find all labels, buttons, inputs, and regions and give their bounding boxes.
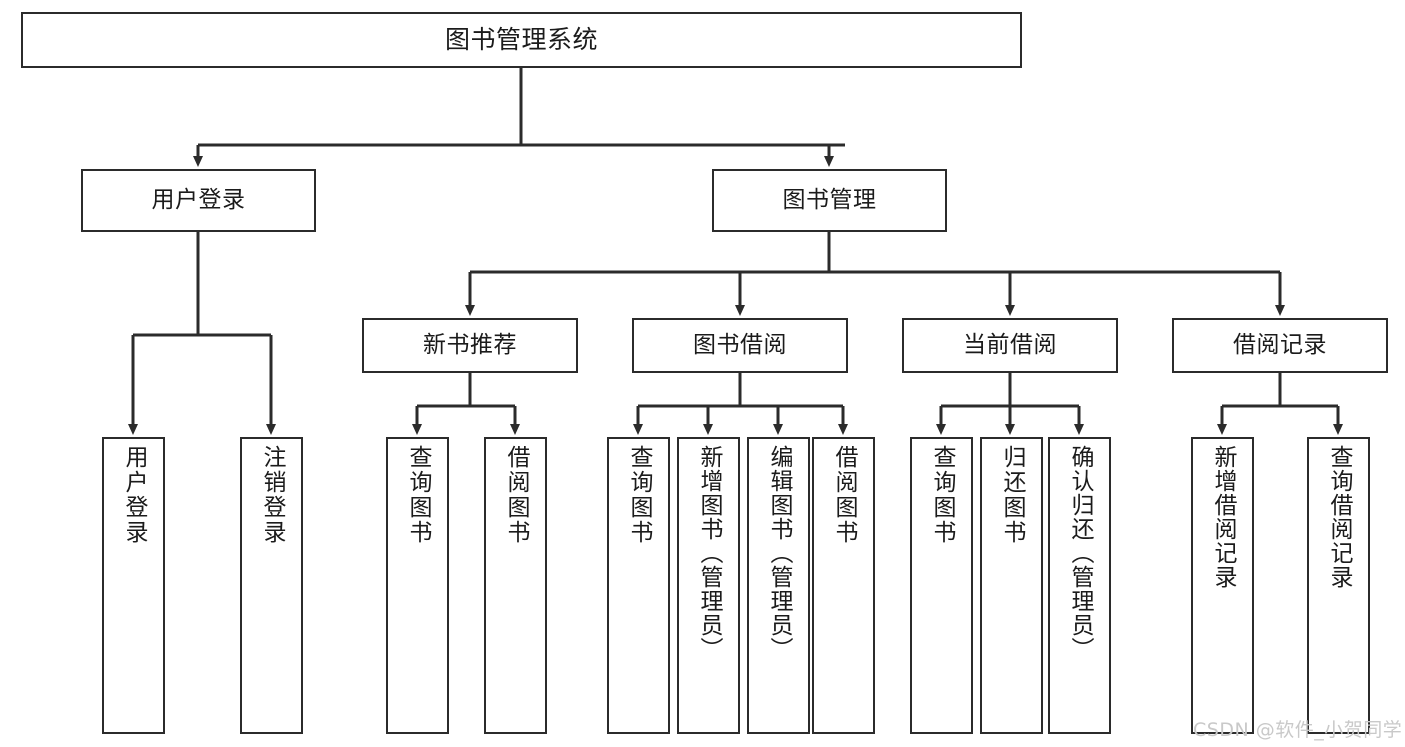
leaf-add-book-admin[interactable]: 新增图书（管理员） [677, 437, 740, 734]
leaf-add-borrow-record[interactable]: 新增借阅记录 [1191, 437, 1254, 734]
node-borrow-record[interactable]: 借阅记录 [1172, 318, 1388, 373]
leaf-label: 借阅图书 [503, 445, 529, 545]
node-book-management[interactable]: 图书管理 [712, 169, 947, 232]
leaf-edit-book-admin[interactable]: 编辑图书（管理员） [747, 437, 810, 734]
leaf-query-book-current[interactable]: 查询图书 [910, 437, 973, 734]
leaf-label: 查询图书 [405, 445, 431, 545]
node-label: 借阅记录 [1233, 331, 1327, 358]
leaf-label: 查询图书 [626, 445, 652, 545]
leaf-return-book[interactable]: 归还图书 [980, 437, 1043, 734]
node-label: 新书推荐 [423, 331, 517, 358]
node-book-borrow[interactable]: 图书借阅 [632, 318, 848, 373]
leaf-query-book-borrow[interactable]: 查询图书 [607, 437, 670, 734]
node-label: 用户登录 [151, 186, 246, 213]
leaf-logout[interactable]: 注销登录 [240, 437, 303, 734]
leaf-label: 编辑图书（管理员） [766, 445, 792, 661]
leaf-label: 查询借阅记录 [1326, 445, 1352, 589]
leaf-label: 用户登录 [121, 445, 147, 545]
node-new-book-recommend[interactable]: 新书推荐 [362, 318, 578, 373]
leaf-label: 新增图书（管理员） [696, 445, 722, 661]
leaf-query-book-recommend[interactable]: 查询图书 [386, 437, 449, 734]
leaf-label: 查询图书 [929, 445, 955, 545]
node-current-borrow[interactable]: 当前借阅 [902, 318, 1118, 373]
watermark-csdn: CSDN @软件_小贺同学 [1193, 719, 1403, 741]
leaf-borrow-book-recommend[interactable]: 借阅图书 [484, 437, 547, 734]
leaf-user-login[interactable]: 用户登录 [102, 437, 165, 734]
node-label: 当前借阅 [963, 331, 1057, 358]
node-label: 图书管理 [782, 186, 877, 213]
node-root-book-management-system[interactable]: 图书管理系统 [21, 12, 1022, 68]
node-label: 图书管理系统 [444, 25, 598, 55]
leaf-borrow-book[interactable]: 借阅图书 [812, 437, 875, 734]
leaf-confirm-return-admin[interactable]: 确认归还（管理员） [1048, 437, 1111, 734]
leaf-query-borrow-record[interactable]: 查询借阅记录 [1307, 437, 1370, 734]
leaf-label: 归还图书 [999, 445, 1025, 545]
node-user-login[interactable]: 用户登录 [81, 169, 316, 232]
leaf-label: 新增借阅记录 [1210, 445, 1236, 589]
leaf-label: 借阅图书 [831, 445, 857, 545]
node-label: 图书借阅 [693, 331, 787, 358]
leaf-label: 确认归还（管理员） [1067, 445, 1093, 661]
leaf-label: 注销登录 [259, 445, 285, 545]
